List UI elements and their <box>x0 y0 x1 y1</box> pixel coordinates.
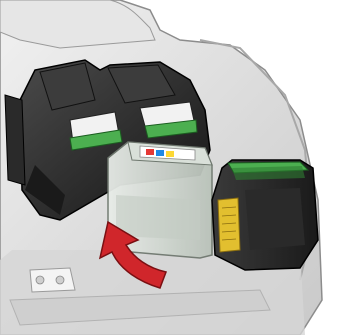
printer-small-part <box>30 268 75 292</box>
black-cartridge-icon <box>212 160 318 270</box>
